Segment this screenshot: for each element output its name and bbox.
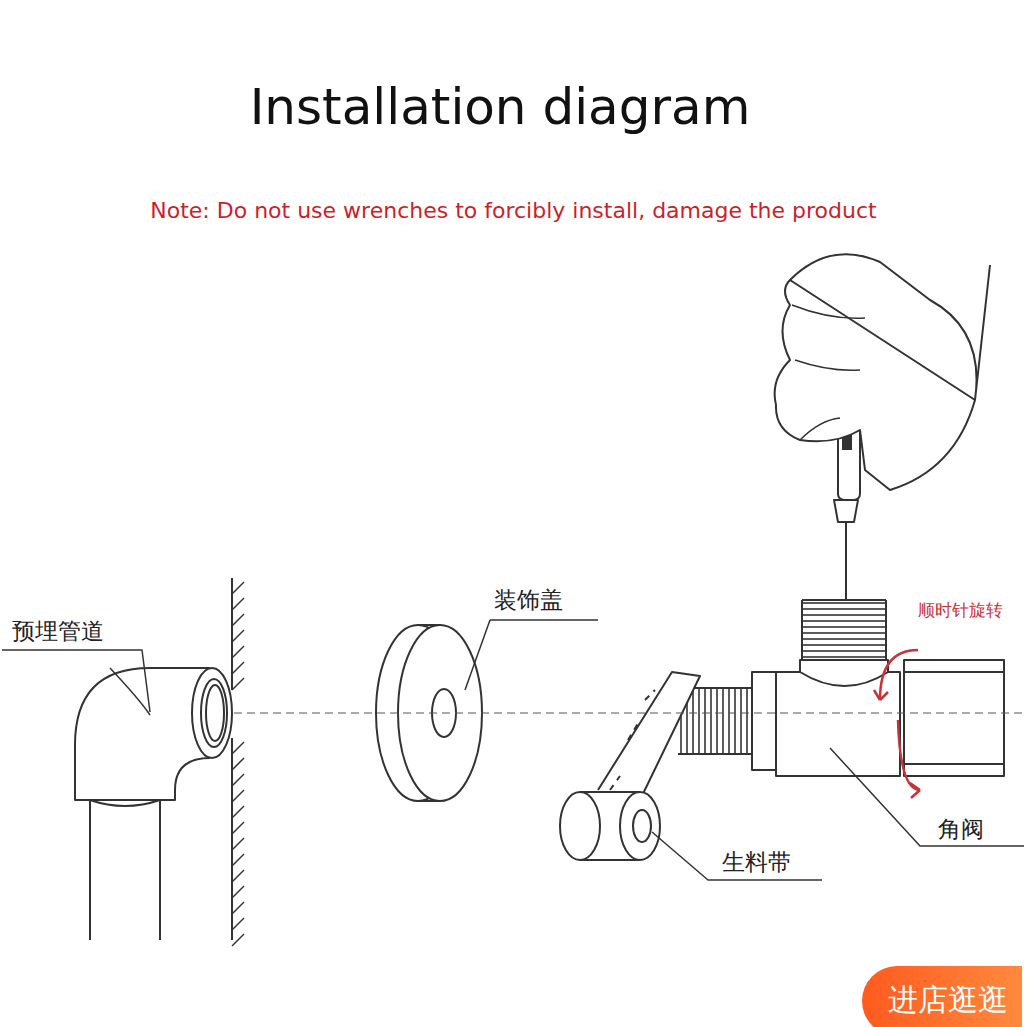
- wall-hatch: [232, 614, 244, 626]
- valve-nut: [904, 672, 1004, 764]
- hand-finger: [792, 305, 865, 440]
- hand: [775, 254, 990, 490]
- shop-button: 进店逛逛: [862, 966, 1022, 1027]
- tape-roll: [620, 792, 660, 860]
- pipe-thread: [206, 685, 224, 741]
- wall-hatch: [232, 582, 244, 594]
- rotation-arrow: [910, 783, 920, 798]
- wall-hatch: [232, 870, 244, 882]
- leader-line: [652, 832, 822, 880]
- tape-core: [633, 810, 651, 842]
- pipe-ring: [90, 800, 160, 806]
- wall-hatch: [232, 758, 244, 770]
- wall-hatch: [232, 774, 244, 786]
- valve-nut: [904, 660, 1004, 776]
- rotation-arrow: [898, 720, 920, 790]
- tape-band: [598, 672, 700, 800]
- valve-body: [800, 672, 888, 686]
- wall-hatch: [232, 902, 244, 914]
- pipe-opening: [192, 668, 232, 758]
- button-text: 进店逛逛: [888, 966, 1008, 1021]
- tape-band: [610, 690, 655, 790]
- wall-hatch: [232, 918, 244, 930]
- center-line: [234, 713, 1027, 714]
- valve-top-thread: [802, 600, 886, 660]
- wall-hatch: [232, 854, 244, 866]
- wall-hatch: [232, 630, 244, 642]
- wall-hatch: [232, 662, 244, 674]
- part-label: 生料带: [722, 847, 791, 878]
- screwdriver-shaft: [845, 520, 847, 600]
- valve-top-thread: [802, 600, 886, 660]
- note: Note: Do not use wrenches to forcibly in…: [0, 198, 1027, 223]
- part-label: 装饰盖: [494, 585, 563, 616]
- wall-hatch: [232, 806, 244, 818]
- valve-collar: [752, 672, 776, 770]
- title: Installation diagram: [0, 78, 1000, 136]
- pipe-thread: [201, 679, 227, 747]
- tape-roll: [560, 792, 600, 860]
- wall-hatch: [232, 838, 244, 850]
- elbow-curve: [110, 668, 150, 715]
- wall-hatch: [232, 886, 244, 898]
- embedded-pipe: [75, 668, 210, 940]
- leader-line: [830, 748, 1024, 846]
- wall-hatch: [232, 646, 244, 658]
- part-label: 角阀: [938, 814, 984, 845]
- rotation-arrow: [874, 690, 888, 700]
- screwdriver-handle: [834, 500, 858, 522]
- wall-hatch: [232, 790, 244, 802]
- leader-line: [2, 650, 150, 712]
- wall-hatch: [232, 598, 244, 610]
- part-label: 预埋管道: [12, 616, 104, 647]
- wall-hatch: [232, 678, 244, 690]
- wall-hatch: [232, 742, 244, 754]
- wall-hatch: [232, 934, 244, 946]
- wall-hatch: [232, 822, 244, 834]
- direction-label: 顺时针旋转: [918, 599, 1003, 622]
- rotation-arrow: [880, 650, 918, 700]
- leader-line: [465, 620, 598, 690]
